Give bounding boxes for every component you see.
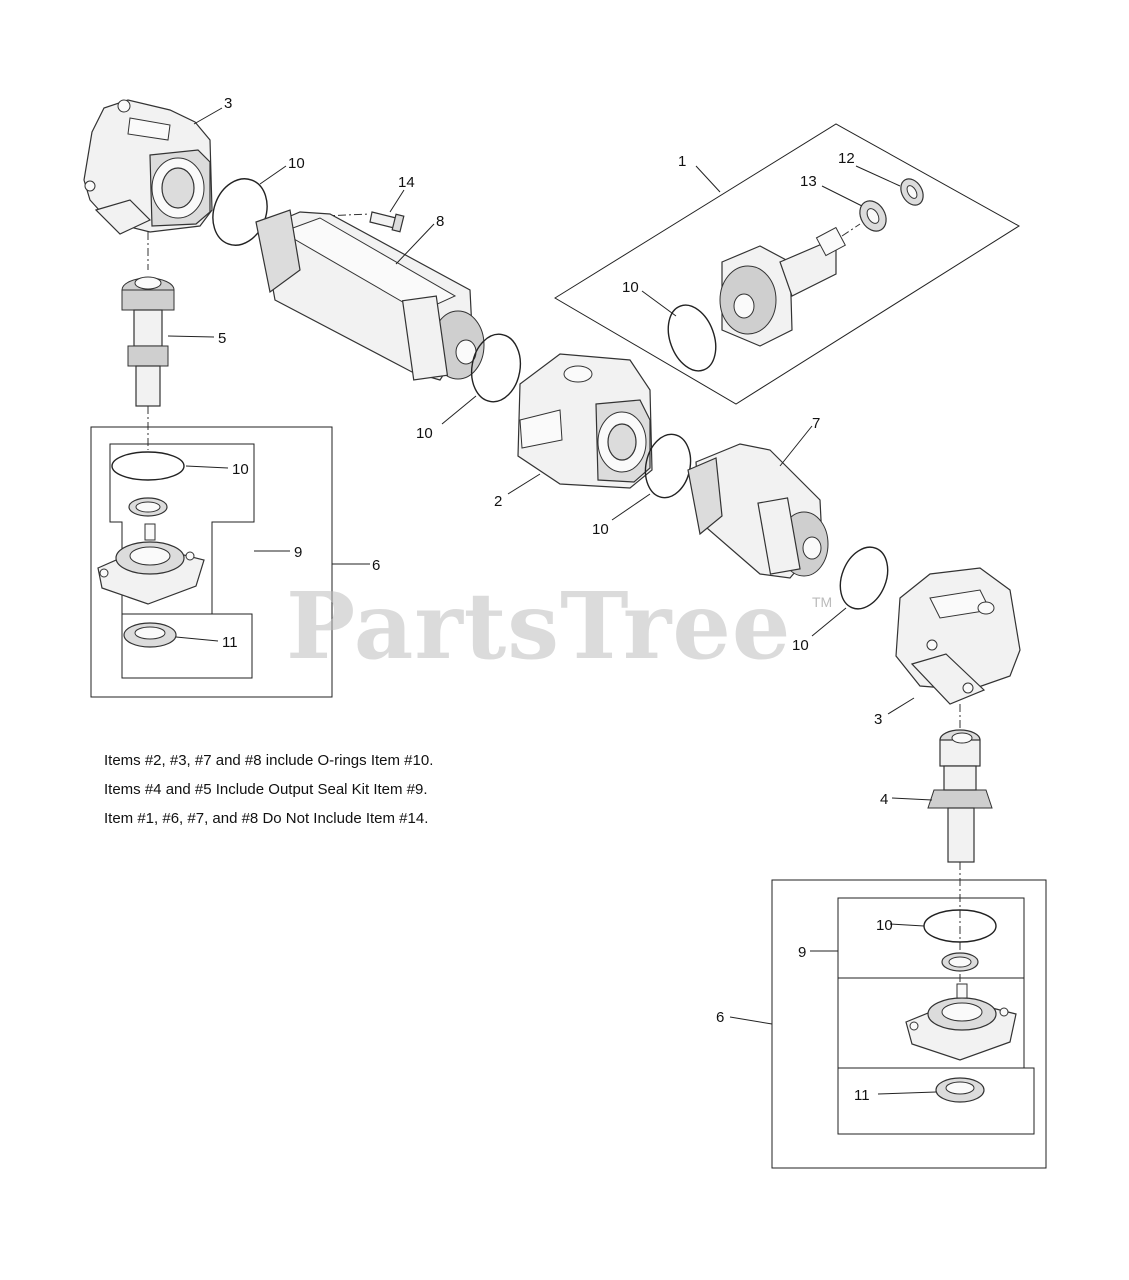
part-5-gear-shaft[interactable] <box>121 276 175 407</box>
kit-box-6-right <box>771 879 1047 1169</box>
part-flange-left-kit[interactable] <box>97 523 205 605</box>
callout-12: 12 <box>838 150 855 167</box>
part-12-seal[interactable] <box>896 175 927 209</box>
watermark: PartsTree <box>286 572 792 680</box>
callout-11-left: 11 <box>222 634 238 651</box>
part-13-washer[interactable] <box>855 196 892 236</box>
callout-2: 2 <box>494 493 502 510</box>
part-seal-left-kit[interactable] <box>128 497 168 517</box>
callout-4: 4 <box>880 791 888 808</box>
callout-10-c: 10 <box>622 279 639 296</box>
part-1-input-assembly[interactable] <box>719 226 846 347</box>
part-3-lower-housing[interactable] <box>895 567 1021 705</box>
part-2-center-housing[interactable] <box>517 353 653 489</box>
kit-box-6-left <box>90 426 333 698</box>
callout-14: 14 <box>398 174 415 191</box>
part-10-oring-c[interactable] <box>660 299 725 378</box>
part-10-oring-e[interactable] <box>832 540 897 616</box>
callout-6-left: 6 <box>372 557 380 574</box>
note-line-2: Items #4 and #5 Include Output Seal Kit … <box>104 781 428 798</box>
callout-1: 1 <box>678 153 686 170</box>
callout-10-a: 10 <box>288 155 305 172</box>
part-7-short-housing[interactable] <box>687 443 829 579</box>
callout-10-right-kit: 10 <box>876 917 893 934</box>
callout-10-d: 10 <box>592 521 609 538</box>
part-3-upper-housing[interactable] <box>83 99 213 235</box>
watermark-tm: TM <box>812 594 833 610</box>
part-4-gear-shaft[interactable] <box>927 729 993 863</box>
part-11-seal-left-kit[interactable] <box>123 622 177 648</box>
callout-labels: 3 10 14 8 5 10 9 6 11 10 2 1 12 13 10 10… <box>218 95 893 1104</box>
callout-3-upper: 3 <box>224 95 232 112</box>
callout-3-lower: 3 <box>874 711 882 728</box>
callout-6-right: 6 <box>716 1009 724 1026</box>
callout-10-e: 10 <box>792 637 809 654</box>
callout-10-b: 10 <box>416 425 433 442</box>
note-line-1: Items #2, #3, #7 and #8 include O-rings … <box>104 752 434 769</box>
callout-13: 13 <box>800 173 817 190</box>
part-10-oring-left-kit[interactable] <box>111 451 185 481</box>
callout-9-right: 9 <box>798 944 806 961</box>
callout-9-left: 9 <box>294 544 302 561</box>
callout-7: 7 <box>812 415 820 432</box>
part-seal-right-kit[interactable] <box>941 952 979 972</box>
part-flange-right-kit[interactable] <box>905 983 1017 1061</box>
callout-11-right: 11 <box>854 1087 870 1104</box>
part-8-tube-housing[interactable] <box>255 209 485 381</box>
callout-10-left-kit: 10 <box>232 461 249 478</box>
notes-block: Items #2, #3, #7 and #8 include O-rings … <box>104 746 433 833</box>
note-line-3: Item #1, #6, #7, and #8 Do Not Include I… <box>104 810 429 827</box>
part-11-seal-right-kit[interactable] <box>935 1077 985 1103</box>
callout-8: 8 <box>436 213 444 230</box>
kit-box-1 <box>554 123 1020 405</box>
callout-5: 5 <box>218 330 226 347</box>
part-14-bolt[interactable] <box>369 211 405 233</box>
part-10-oring-b[interactable] <box>466 330 525 405</box>
leader-lines <box>167 107 937 1095</box>
